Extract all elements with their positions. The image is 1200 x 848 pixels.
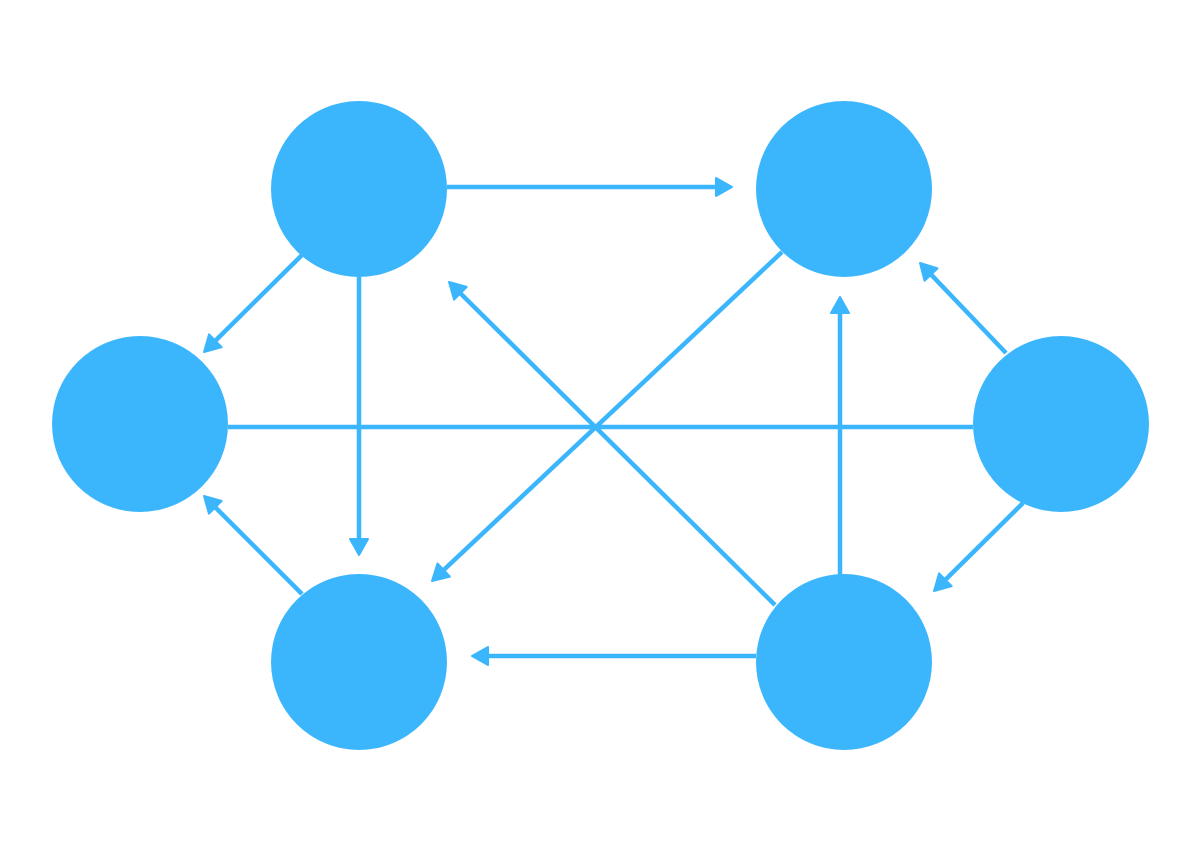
edge-line — [437, 250, 784, 576]
edge-right-to-bottom-right — [933, 501, 1025, 592]
edge-right-to-top-right — [919, 262, 1008, 355]
node-bottom-left — [271, 574, 447, 750]
edge-bottom-right-to-top-right — [830, 296, 850, 575]
edge-bottom-right-to-bottom-left — [471, 646, 756, 666]
edge-line — [454, 287, 777, 607]
edges-layer — [203, 177, 1025, 666]
edge-line — [939, 501, 1025, 586]
arrowhead-icon — [203, 495, 223, 515]
arrowhead-icon — [919, 262, 939, 282]
edge-bottom-right-to-top-left — [448, 281, 777, 607]
edge-bottom-left-to-left — [203, 495, 304, 596]
edge-line — [209, 501, 304, 596]
node-bottom-right — [756, 574, 932, 750]
edge-line — [209, 253, 304, 347]
arrowhead-icon — [431, 562, 451, 582]
edge-top-left-to-bottom-left — [349, 277, 369, 556]
arrowhead-icon — [349, 538, 369, 556]
arrowhead-icon — [471, 646, 489, 666]
node-right — [973, 336, 1149, 512]
edge-top-left-to-left — [203, 253, 304, 353]
edge-top-right-to-bottom-left — [431, 250, 784, 582]
edge-line — [925, 268, 1008, 355]
arrowhead-icon — [933, 572, 953, 592]
node-left — [52, 336, 228, 512]
nodes-layer — [52, 101, 1149, 750]
node-top-right — [756, 101, 932, 277]
arrowhead-icon — [448, 281, 468, 301]
edge-top-left-to-top-right — [447, 177, 733, 197]
arrowhead-icon — [203, 333, 223, 353]
node-top-left — [271, 101, 447, 277]
arrowhead-icon — [830, 296, 850, 314]
arrowhead-icon — [715, 177, 733, 197]
